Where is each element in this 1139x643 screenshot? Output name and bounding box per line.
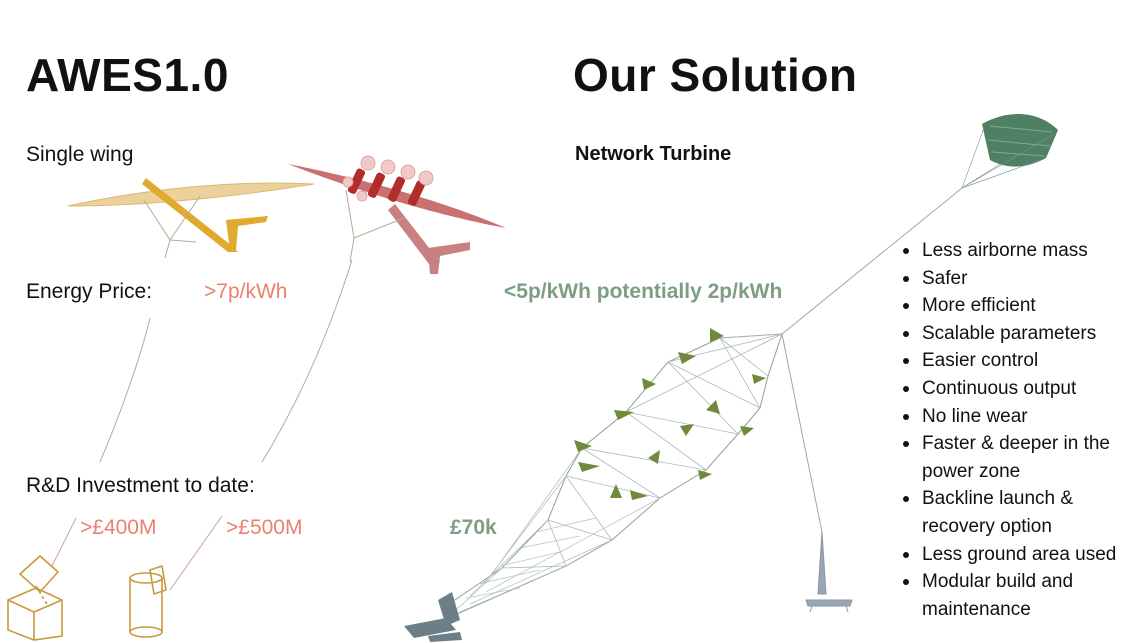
watermark-text: CSDN @嵌入式系统OS (926, 620, 1096, 637)
ground-station-box-illustration (7, 554, 63, 641)
benefit-item: Modular build and maintenance (900, 568, 1135, 623)
red-kite-wing-illustration (288, 155, 506, 274)
rd-investment-value-2: >£500M (226, 516, 303, 539)
benefit-item: Backline launch & recovery option (900, 485, 1135, 540)
benefit-item: Less ground area used (900, 541, 1135, 569)
backline-anchor-illustration (805, 531, 853, 613)
lifting-kite-illustration (961, 113, 1058, 189)
benefit-item: Safer (900, 265, 1135, 293)
awes-energy-price-value: >7p/kWh (204, 280, 288, 303)
benefits-list: Less airborne mass Safer More efficient … (900, 237, 1135, 623)
network-turbine-illustration (445, 328, 783, 619)
single-wing-label: Single wing (26, 143, 134, 166)
ground-station-cylinder-illustration (129, 564, 167, 638)
rd-investment-value-1: >£400M (80, 516, 157, 539)
turbine-ground-station-illustration (404, 592, 462, 642)
lift-line (781, 187, 963, 335)
rd-investment-label: R&D Investment to date: (26, 474, 255, 497)
benefit-item: No line wear (900, 403, 1135, 431)
benefit-item: More efficient (900, 292, 1135, 320)
benefit-item: Faster & deeper in the power zone (900, 430, 1135, 485)
benefit-item: Scalable parameters (900, 320, 1135, 348)
yellow-kite-wing-illustration (67, 178, 315, 259)
awes-title: AWES1.0 (26, 49, 229, 101)
benefit-item: Less airborne mass (900, 237, 1135, 265)
solution-energy-price-value: <5p/kWh potentially 2p/kWh (504, 280, 783, 303)
solution-rd-value: £70k (450, 516, 497, 539)
benefit-item: Continuous output (900, 375, 1135, 403)
red-tether-line (261, 259, 353, 463)
energy-price-label: Energy Price: (26, 280, 153, 303)
backline (781, 333, 823, 533)
solution-title: Our Solution (573, 49, 858, 101)
network-turbine-label: Network Turbine (575, 143, 732, 165)
benefit-item: Easier control (900, 347, 1135, 375)
yellow-tether-line (99, 317, 151, 463)
